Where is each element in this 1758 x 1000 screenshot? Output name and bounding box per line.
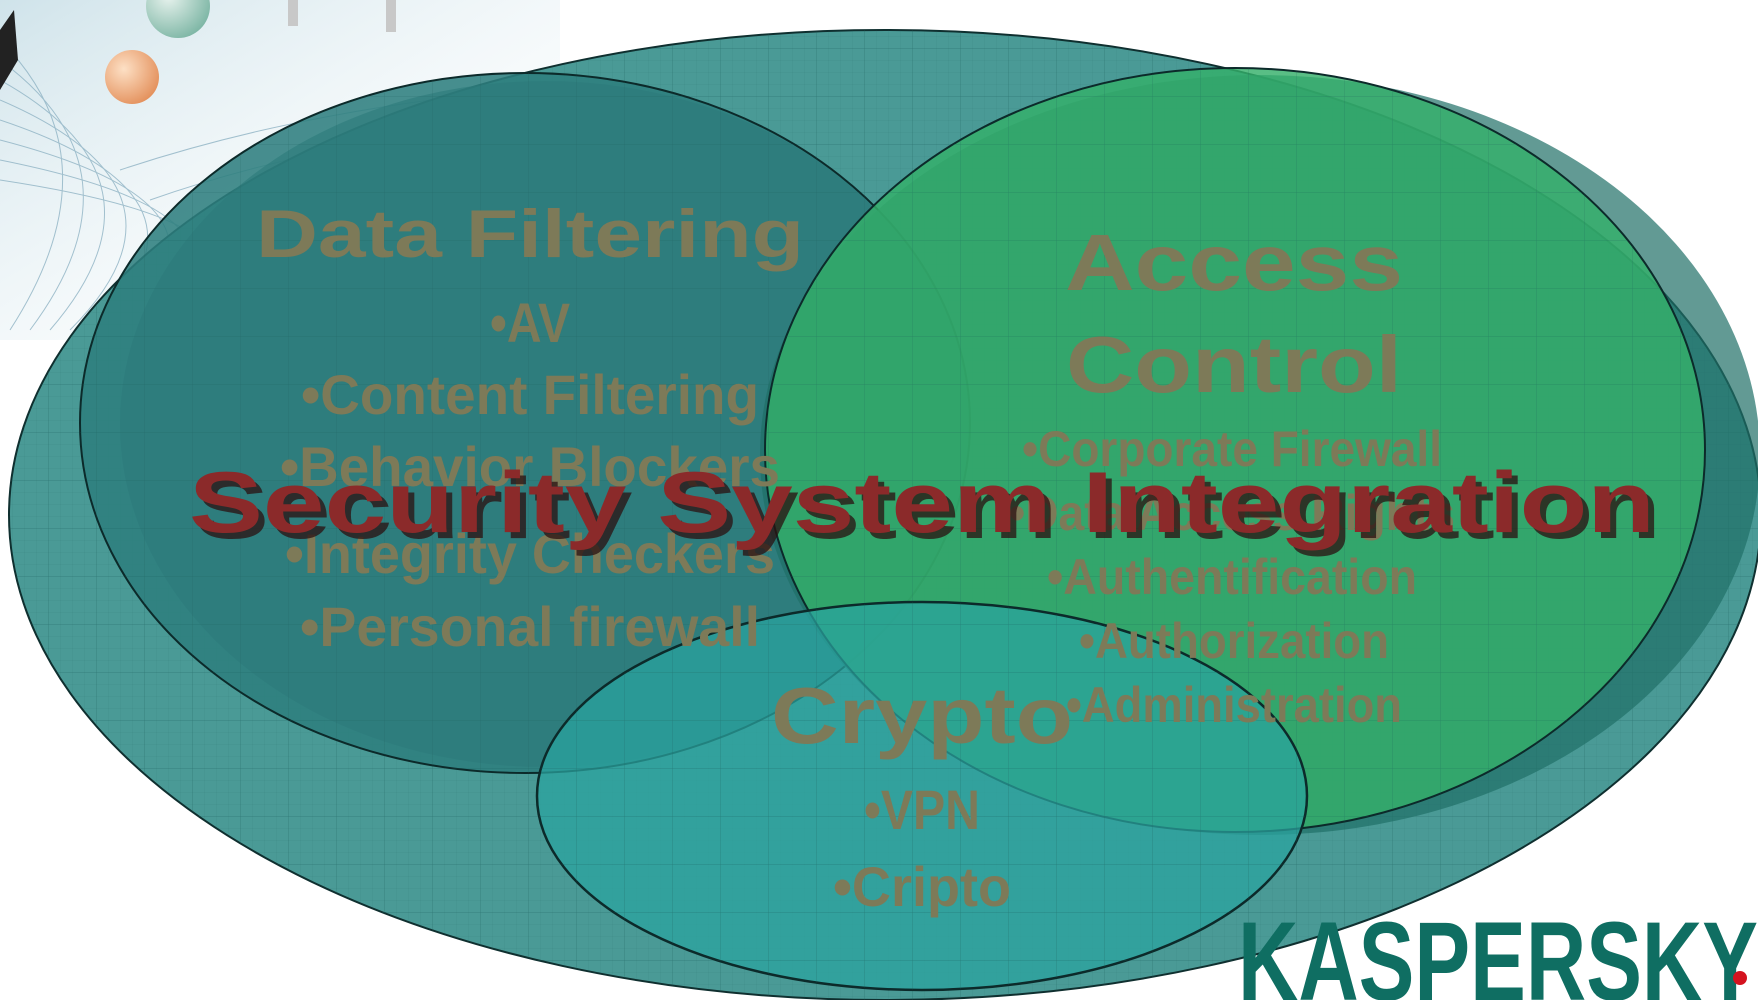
access-control-item: •Authorization: [1079, 613, 1389, 669]
data-filtering-circle: [79, 72, 971, 774]
access-control-item: •Corporate Firewall: [1022, 421, 1442, 477]
crypto-item: •Cripto: [833, 855, 1011, 918]
main-title: Security System Integration Security Sys…: [189, 455, 1661, 557]
main-title-shadow: Security System Integration: [195, 461, 1661, 557]
decorative-ball: [146, 0, 210, 38]
logo-dot: [1733, 971, 1747, 985]
data-filtering-text: Data Filtering •AV •Content Filtering •B…: [256, 196, 804, 658]
decorative-ball: [105, 50, 159, 104]
crypto-label: Crypto: [771, 671, 1073, 760]
kaspersky-logo: KASPERSKY: [1238, 899, 1758, 1000]
access-control-label: Access: [1065, 218, 1403, 307]
access-control-label: Control: [1066, 320, 1402, 409]
logo-wordmark: KASPERSKY: [1238, 899, 1758, 1000]
data-filtering-item: •AV: [490, 291, 570, 354]
access-control-item: •Authentification: [1047, 549, 1417, 605]
data-filtering-item: •Content Filtering: [301, 363, 759, 426]
crypto-item: •VPN: [864, 778, 980, 841]
crypto-circle: [535, 600, 1309, 992]
data-filtering-item: •Integrity Checkers: [285, 522, 775, 585]
access-control-item: •Administration: [1066, 677, 1402, 733]
data-filtering-label: Data Filtering: [256, 196, 804, 272]
access-control-text: Access Control •Corporate Firewall •Data…: [1009, 218, 1455, 733]
data-filtering-item: •Behavior Blockers: [280, 435, 780, 498]
main-title-text: Security System Integration: [189, 455, 1655, 551]
crypto-text: Crypto •VPN •Cripto: [771, 671, 1073, 918]
data-filtering-item: •Personal firewall: [300, 595, 760, 658]
access-control-item: •Data Access Rights: [1009, 485, 1455, 541]
